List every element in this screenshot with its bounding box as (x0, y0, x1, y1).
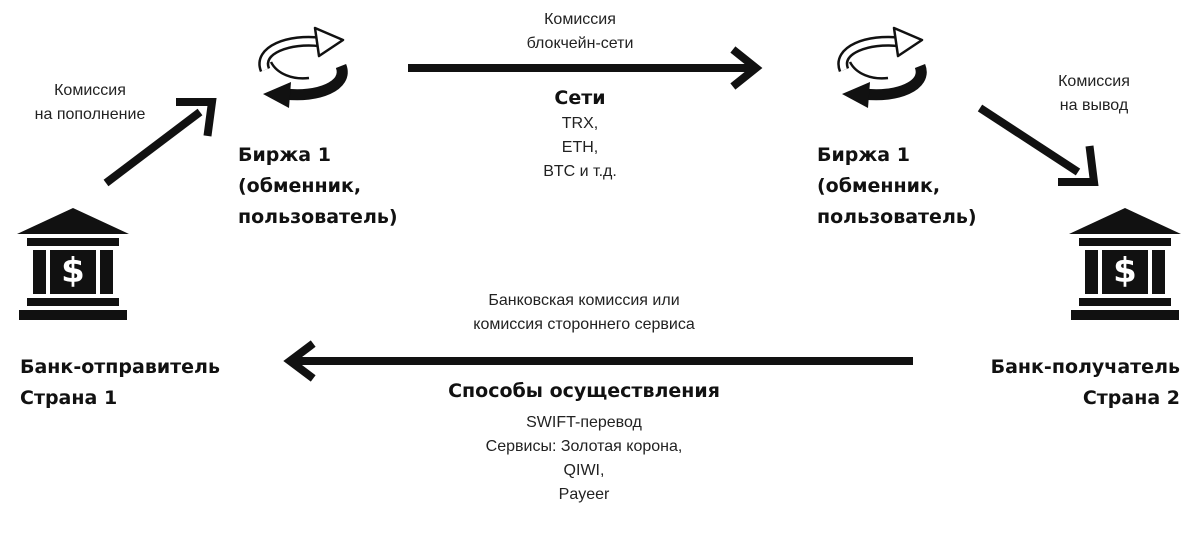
blockchain-fee-label: Комиссия блокчейн-сети (480, 8, 680, 56)
exchange-left-line3: пользователь) (238, 206, 398, 228)
bank-transfer-arrow-icon (283, 340, 913, 382)
right-bank-label: Банк-получатель Страна 2 (960, 352, 1180, 414)
bank-transfer-title: Способы осуществления (448, 380, 720, 402)
bank-transfer-item: SWIFT-перевод (526, 414, 642, 431)
deposit-fee-line1: Комиссия (54, 82, 126, 99)
blockchain-title: Сети (554, 87, 606, 109)
exchange-right-icon (842, 28, 922, 108)
withdraw-fee-line1: Комиссия (1058, 73, 1130, 90)
exchange-right-label: Биржа 1 (обменник, пользователь) (817, 140, 1037, 233)
right-bank-icon (1069, 208, 1181, 320)
blockchain-item: ETH, (561, 139, 599, 156)
bank-transfer-fee-line2: комиссия стороннего сервиса (473, 316, 695, 333)
right-bank-line2: Страна 2 (1082, 387, 1180, 409)
bank-transfer-fee-label: Банковская комиссия или комиссия сторонн… (434, 289, 734, 337)
left-bank-line1: Банк-отправитель (20, 356, 220, 378)
blockchain-arrow-icon (408, 46, 763, 90)
exchange-left-label: Биржа 1 (обменник, пользователь) (238, 140, 458, 233)
left-bank-label: Банк-отправитель Страна 1 (20, 352, 260, 414)
withdraw-fee-label: Комиссия на вывод (1024, 70, 1164, 118)
bank-transfer-item: Сервисы: Золотая корона, (485, 438, 683, 455)
blockchain-item: BTC и т.д. (543, 163, 617, 180)
withdraw-fee-line2: на вывод (1059, 97, 1129, 114)
exchange-right-line3: пользователь) (817, 206, 977, 228)
deposit-arrow-icon (103, 98, 217, 187)
blockchain-item: TRX, (561, 115, 599, 132)
bank-transfer-list: SWIFT-перевод Сервисы: Золотая корона, Q… (434, 411, 734, 507)
exchange-left-icon (263, 28, 343, 108)
deposit-fee-label: Комиссия на пополнение (0, 79, 180, 127)
bank-transfer-fee-line1: Банковская комиссия или (488, 292, 680, 309)
exchange-right-line1: Биржа 1 (817, 144, 910, 166)
blockchain-list: TRX, ETH, BTC и т.д. (480, 112, 680, 184)
blockchain-fee-line2: блокчейн-сети (526, 35, 634, 52)
deposit-fee-line2: на пополнение (34, 106, 146, 123)
blockchain-fee-line1: Комиссия (544, 11, 616, 28)
exchange-left-line1: Биржа 1 (238, 144, 331, 166)
left-bank-icon (17, 208, 129, 320)
exchange-right-line2: (обменник, (817, 175, 941, 197)
bank-transfer-item: Payeer (558, 486, 610, 503)
left-bank-line2: Страна 1 (20, 387, 118, 409)
right-bank-line1: Банк-получатель (990, 356, 1180, 378)
withdraw-arrow-icon (977, 104, 1099, 186)
exchange-left-line2: (обменник, (238, 175, 362, 197)
bank-transfer-item: QIWI, (563, 462, 605, 479)
